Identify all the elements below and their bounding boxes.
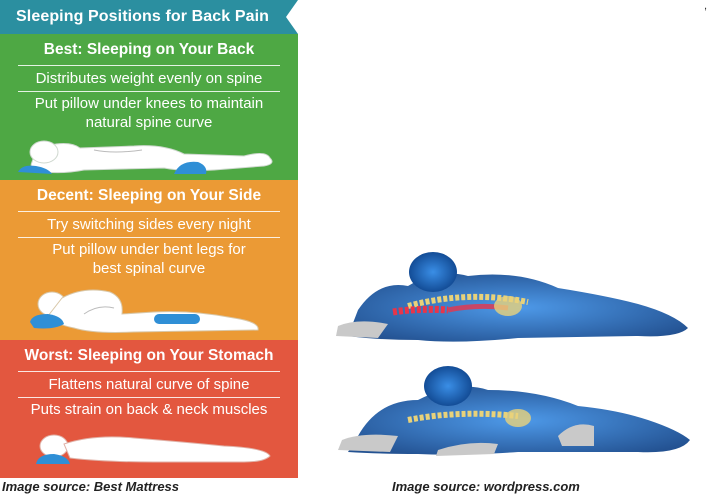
spine-xray-illustration [336, 252, 690, 456]
section-side-heading: Decent: Sleeping on Your Side [36, 187, 262, 204]
section-best-line-1: Distributes weight evenly on spine [35, 70, 263, 87]
xray-figure-bottom [338, 366, 690, 456]
section-best-line-3: natural spine curve [85, 114, 213, 131]
side-sleeper-illustration [30, 289, 259, 333]
image-source-right: Image source: wordpress.com [392, 479, 580, 494]
section-worst-line-2: Puts strain on back & neck muscles [30, 401, 268, 418]
section-worst-heading: Worst: Sleeping on Your Stomach [24, 347, 274, 364]
section-best-line-2: Put pillow under knees to maintain [34, 95, 264, 112]
section-side-line-3: best spinal curve [92, 260, 206, 277]
section-worst: Worst: Sleeping on Your Stomach Flattens… [0, 340, 298, 478]
back-pain-infographic: Sleeping Positions for Back Pain Best: S… [0, 0, 298, 478]
infographic-title: Sleeping Positions for Back Pain [0, 0, 298, 34]
divider [18, 91, 280, 92]
back-sleeper-illustration [18, 140, 273, 174]
section-side: Decent: Sleeping on Your Side Try switch… [0, 180, 298, 340]
divider [18, 237, 280, 238]
section-best-heading: Best: Sleeping on Your Back [43, 41, 255, 58]
xray-figure-top [336, 252, 688, 342]
section-side-line-2: Put pillow under bent legs for [52, 241, 246, 258]
divider [18, 397, 280, 398]
divider [18, 65, 280, 66]
divider [18, 371, 280, 372]
section-best: Best: Sleeping on Your Back Distributes … [0, 34, 298, 180]
divider [18, 211, 280, 212]
corner-mark: , [703, 0, 707, 12]
section-worst-line-1: Flattens natural curve of spine [48, 376, 250, 393]
image-source-left: Image source: Best Mattress [2, 479, 180, 494]
section-side-line-1: Try switching sides every night [47, 216, 251, 233]
stomach-sleeper-illustration [36, 434, 271, 464]
